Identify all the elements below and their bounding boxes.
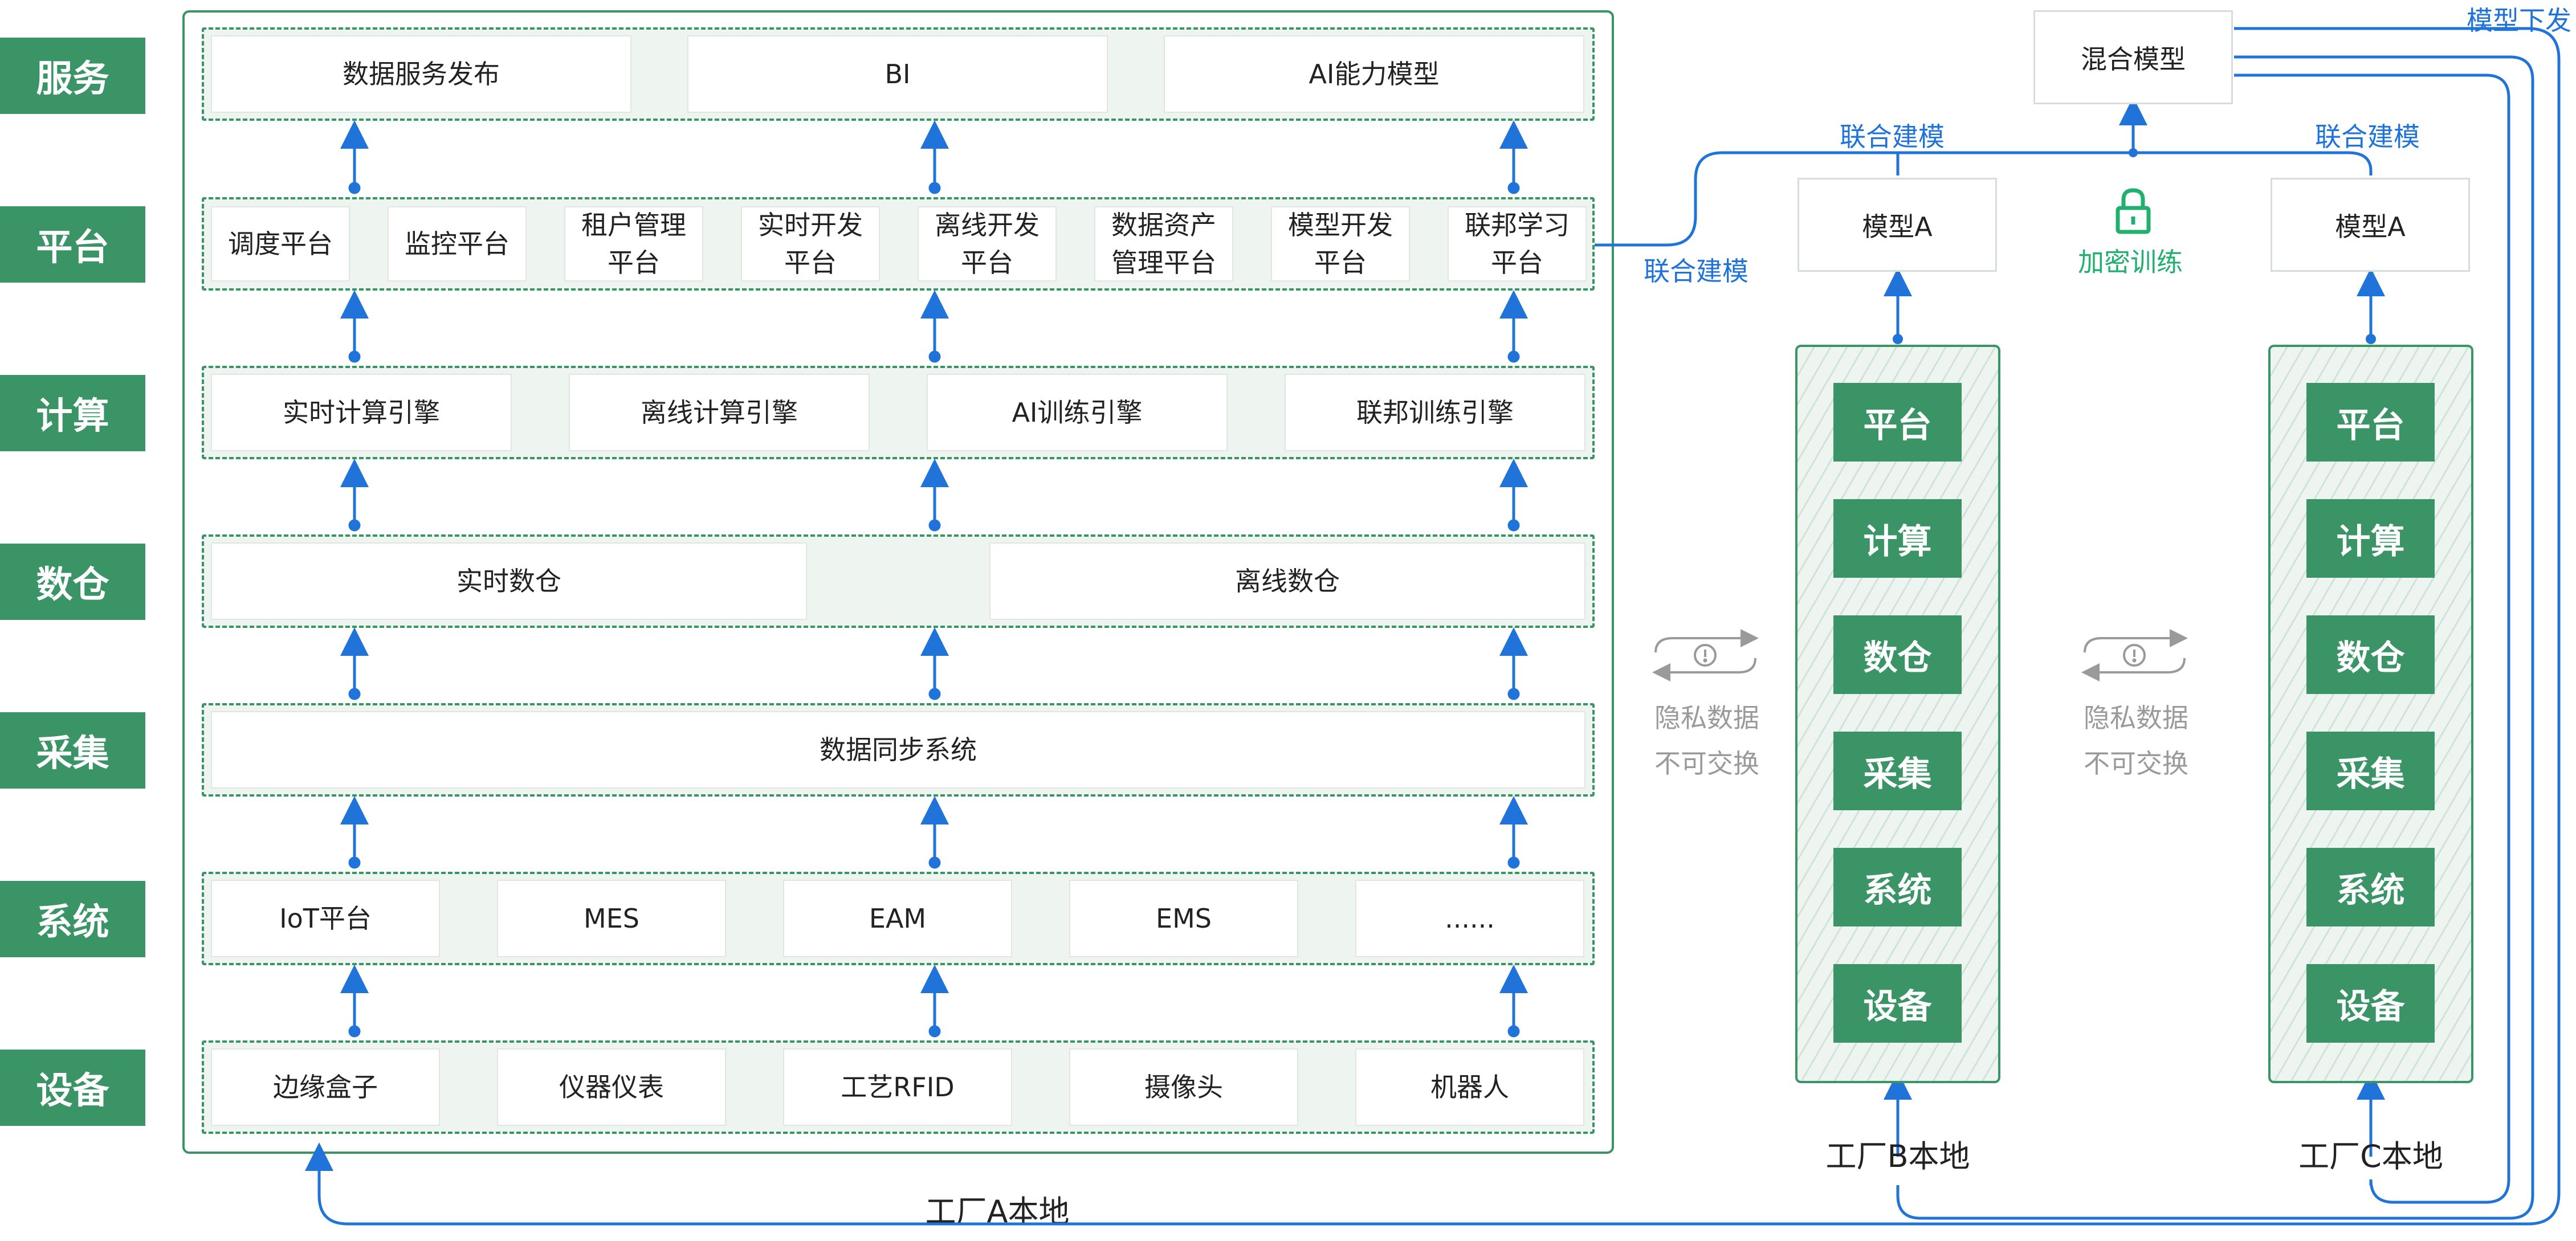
encrypted-training-label: 加密训练 [2078,247,2183,277]
platform-card-federated: 联邦学习 平台 [1448,206,1587,281]
factory-c-platform: 平台 [2306,383,2435,462]
privacy-note-bc: 隐私数据 不可交换 [2070,695,2202,786]
layer-arrow-origin-dot [928,688,941,700]
system-card-mes: MES [497,880,726,957]
factory-c-label: 工厂C本地 [2298,1138,2443,1174]
privacy-note-ab: 隐私数据 不可交换 [1641,695,1772,786]
compute-card-federated-train: 联邦训练引擎 [1285,374,1585,451]
lock-icon [2116,188,2151,234]
layer-label-collect: 采集 [0,712,145,789]
layer-arrow-origin-dot [348,856,361,869]
factory-c-collect: 采集 [2306,732,2435,810]
layer-arrow-origin-dot [348,519,361,532]
device-card-robot: 机器人 [1355,1048,1584,1126]
factory-c-model-card: 模型A [2271,178,2470,272]
collect-card-sync: 数据同步系统 [211,711,1585,789]
layer-arrow-origin-dot [348,350,361,363]
layer-arrow-origin-dot [928,350,941,363]
privacy-note-ab-line1: 隐私数据 [1654,703,1759,733]
model-dispatch-c [2234,74,2510,1204]
device-card-instrument: 仪器仪表 [497,1048,726,1126]
privacy-note-ab-line2: 不可交换 [1654,748,1759,779]
layer-arrow-origin-dot [1507,182,1520,194]
layer-arrow-origin-dot [1507,688,1520,700]
platform-card-schedule: 调度平台 [211,206,350,281]
factory-b-system: 系统 [1833,848,1962,926]
device-card-rfid: 工艺RFID [783,1048,1012,1126]
device-card-edge-box: 边缘盒子 [211,1048,440,1126]
layer-arrow-origin-dot [348,1025,361,1038]
system-card-more: ...... [1355,880,1584,957]
factory-b-device: 设备 [1833,964,1962,1043]
mixed-model-card: 混合模型 [2033,10,2233,104]
layer-arrow-origin-dot [928,1025,941,1038]
layer-arrow-origin-dot [928,856,941,869]
service-card-ai-model: AI能力模型 [1164,35,1584,113]
layer-label-device: 设备 [0,1050,145,1126]
platform-card-data-asset: 数据资产 管理平台 [1094,206,1233,281]
platform-card-monitor: 监控平台 [388,206,527,281]
platform-card-tenant: 租户管理 平台 [564,206,703,281]
layer-arrow-origin-dot [348,688,361,700]
compute-card-offline: 离线计算引擎 [569,374,870,451]
factory-b-collect: 采集 [1833,732,1962,810]
platform-card-model-dev: 模型开发 平台 [1271,206,1410,281]
factory-b-platform: 平台 [1833,383,1962,462]
system-card-iot: IoT平台 [211,880,440,957]
platform-card-offline-dev: 离线开发 平台 [918,206,1057,281]
factory-c-system: 系统 [2306,848,2435,926]
compute-card-realtime: 实时计算引擎 [211,374,512,451]
model-dispatch-b [1896,55,2534,1220]
sync-warning-icon [2081,629,2188,681]
layer-label-warehouse: 数仓 [0,544,145,620]
layer-arrow-origin-dot [928,182,941,194]
joint-modeling-label-a: 联合建模 [1644,256,1748,287]
factory-b-stack [1795,345,2000,1083]
compute-card-ai-train: AI训练引擎 [927,374,1228,451]
factory-b-model-card: 模型A [1798,178,1997,272]
system-card-ems: EMS [1069,880,1298,957]
layer-arrow-origin-dot [1507,856,1520,869]
factory-c-compute: 计算 [2306,499,2435,578]
factory-b-compute: 计算 [1833,499,1962,578]
layer-label-platform: 平台 [0,206,145,283]
privacy-note-bc-line2: 不可交换 [2084,748,2188,779]
layer-arrow-origin-dot [1507,519,1520,532]
factory-c-device: 设备 [2306,964,2435,1043]
warehouse-card-realtime: 实时数仓 [211,542,807,620]
service-card-bi: BI [687,35,1108,113]
service-card-publish: 数据服务发布 [211,35,631,113]
factory-c-warehouse: 数仓 [2306,615,2435,694]
joint-modeling-label-c: 联合建模 [2315,121,2420,152]
device-card-camera: 摄像头 [1069,1048,1298,1126]
federated-link-line [1595,151,2373,247]
factory-c-stack [2268,345,2473,1083]
layer-arrow-origin-dot [928,519,941,532]
sync-warning-icon [1652,629,1759,681]
layer-label-compute: 计算 [0,375,145,451]
warehouse-card-offline: 离线数仓 [989,542,1585,620]
privacy-note-bc-line1: 隐私数据 [2084,703,2188,733]
layer-label-system: 系统 [0,881,145,957]
joint-modeling-label-b: 联合建模 [1840,121,1945,152]
layer-arrow-origin-dot [1507,350,1520,363]
layer-label-service: 服务 [0,38,145,114]
platform-card-realtime-dev: 实时开发 平台 [741,206,880,281]
layer-arrow-origin-dot [348,182,361,194]
factory-b-warehouse: 数仓 [1833,615,1962,694]
layer-arrow-origin-dot [1507,1025,1520,1038]
factory-b-label: 工厂B本地 [1825,1138,1970,1174]
model-dispatch-line-outer [305,27,2561,1226]
system-card-eam: EAM [783,880,1012,957]
model-dispatch-label: 模型下发 [2467,5,2571,36]
